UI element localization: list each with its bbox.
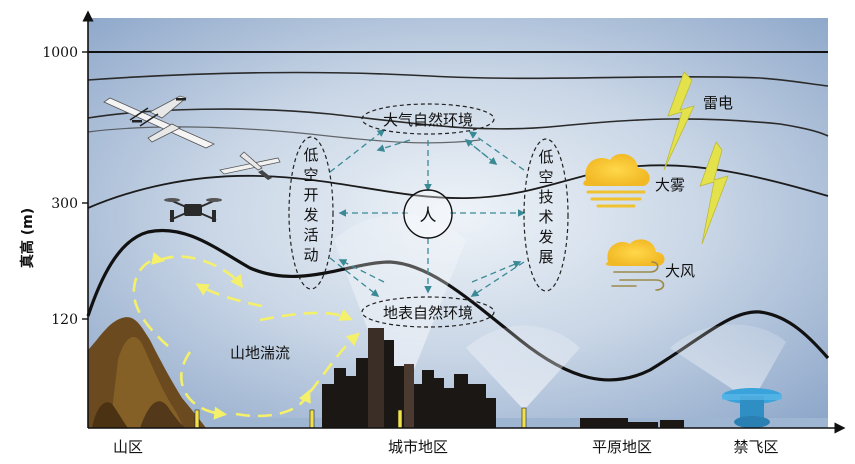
svg-text:低: 低: [538, 148, 553, 166]
tick-label-120: 120: [51, 312, 78, 328]
atmosphere-wave-1: [87, 71, 829, 87]
lightning-icon: [663, 71, 729, 245]
surface-environment-label: 地表自然环境: [383, 304, 473, 322]
region-label-mountain: 山区: [113, 438, 143, 456]
atmosphere-wave-4: [87, 126, 481, 144]
y-axis-title: 真高 (m): [19, 208, 36, 268]
wind-icon: [605, 239, 665, 291]
thunder-label: 雷电: [703, 94, 733, 112]
no-fly-zone-tower: [722, 388, 782, 428]
svg-text:开: 开: [303, 186, 318, 204]
center-dashed-arrows: [329, 129, 526, 297]
mountain-turbulence-label: 山地湍流: [230, 344, 290, 362]
region-label-plain: 平原地区: [592, 438, 652, 456]
person-label: 人: [420, 206, 437, 226]
fog-label: 大雾: [655, 176, 685, 194]
city-skyline: [322, 328, 684, 428]
svg-text:活: 活: [303, 226, 318, 244]
quadcopter-drone-icon: [164, 198, 222, 222]
svg-text:发: 发: [303, 206, 318, 224]
sensor-beam-nofly: [670, 324, 786, 402]
wind-label: 大风: [665, 262, 695, 280]
svg-text:低: 低: [303, 146, 318, 164]
atmosphere-wave-3: [87, 164, 829, 209]
person-circle: [403, 189, 453, 239]
region-label-nofly: 禁飞区: [733, 438, 778, 456]
tick-label-300: 300: [51, 196, 78, 212]
sensor-beam-plain: [466, 325, 580, 410]
sensor-beam-city: [334, 214, 466, 410]
low-altitude-tech-label: 低 空 技 术 发 展: [538, 148, 553, 266]
atmosphere-wave-2: [87, 108, 829, 137]
svg-text:空: 空: [303, 166, 318, 184]
svg-text:发: 发: [538, 228, 553, 246]
region-label-city: 城市地区: [388, 438, 448, 456]
fixed-wing-uav-large-icon: [103, 95, 215, 149]
low-altitude-activity-label: 低 空 开 发 活 动: [303, 146, 318, 264]
svg-text:动: 动: [303, 246, 318, 264]
fog-icon: [583, 153, 650, 208]
fixed-wing-uav-small-icon: [219, 151, 281, 180]
svg-text:展: 展: [538, 248, 553, 266]
svg-text:空: 空: [538, 168, 553, 186]
center-ellipses: [288, 103, 569, 328]
mountain-turbulence-arrows: [132, 252, 360, 420]
y-ticks: [82, 51, 88, 320]
svg-text:技: 技: [538, 188, 553, 206]
svg-text:术: 术: [538, 208, 553, 226]
atmosphere-environment-label: 大气自然环境: [383, 111, 473, 129]
mountain: [88, 317, 206, 428]
terrain-following-wave: [86, 228, 830, 382]
tick-label-1000: 1000: [42, 45, 78, 61]
